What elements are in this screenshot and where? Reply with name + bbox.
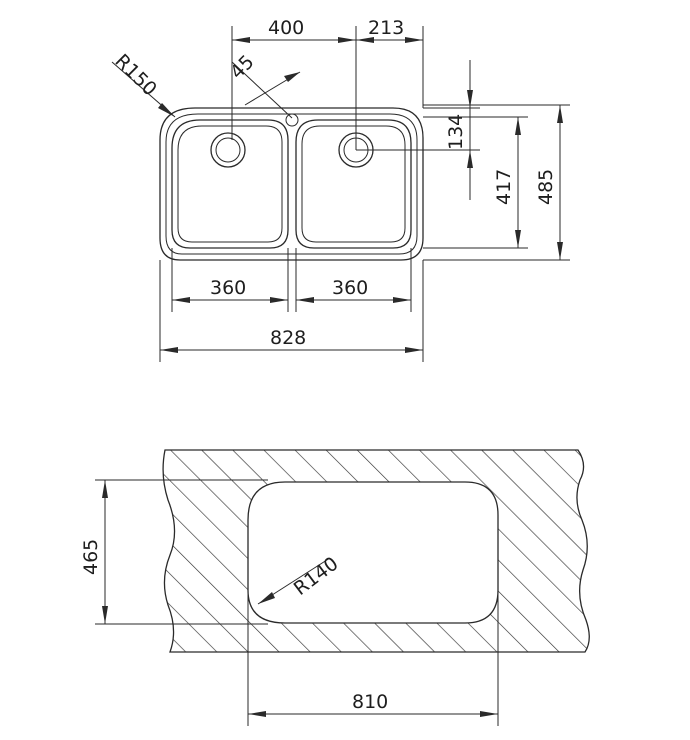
- left-bowl: [171, 119, 289, 249]
- sink-outer-outline: [159, 107, 424, 261]
- dim-360-360: 360 360: [171, 248, 412, 312]
- dim-485-label: 485: [535, 169, 557, 205]
- dim-810: 810: [247, 590, 499, 726]
- dim-213-label: 213: [368, 17, 404, 39]
- dim-465-label: 465: [80, 539, 102, 575]
- dim-417-label: 417: [493, 169, 515, 205]
- dim-360-left-label: 360: [210, 277, 246, 299]
- dim-465: 465: [80, 479, 268, 625]
- right-bowl-inner: [301, 125, 406, 243]
- dim-r140-label: R140: [290, 553, 343, 600]
- dim-134: 134: [356, 60, 480, 200]
- dim-r150-label: R150: [110, 50, 161, 101]
- dim-top-400-213: 400 213: [231, 17, 424, 150]
- dim-828: 828: [159, 260, 424, 362]
- dim-828-label: 828: [270, 327, 306, 349]
- dim-134-label: 134: [445, 114, 467, 150]
- dim-r150: R150: [110, 50, 176, 118]
- dim-360-right-label: 360: [332, 277, 368, 299]
- dim-45-label: 45: [226, 51, 259, 84]
- dim-485: 485: [423, 104, 570, 261]
- sink-rim-inner: [165, 113, 418, 255]
- dim-400-label: 400: [268, 17, 304, 39]
- top-view: 400 213 R150 45 134: [110, 17, 570, 362]
- worktop-hatched: [162, 449, 590, 653]
- left-bowl-inner: [177, 125, 283, 243]
- dim-810-label: 810: [352, 691, 388, 713]
- right-bowl: [295, 119, 412, 249]
- cutout-view: 465 R140 810: [80, 449, 590, 726]
- dim-417: 417: [423, 116, 528, 249]
- left-drain-inner: [215, 137, 241, 163]
- dim-r140: R140: [257, 553, 343, 605]
- overflow-hole: [285, 113, 299, 127]
- left-drain: [210, 132, 246, 168]
